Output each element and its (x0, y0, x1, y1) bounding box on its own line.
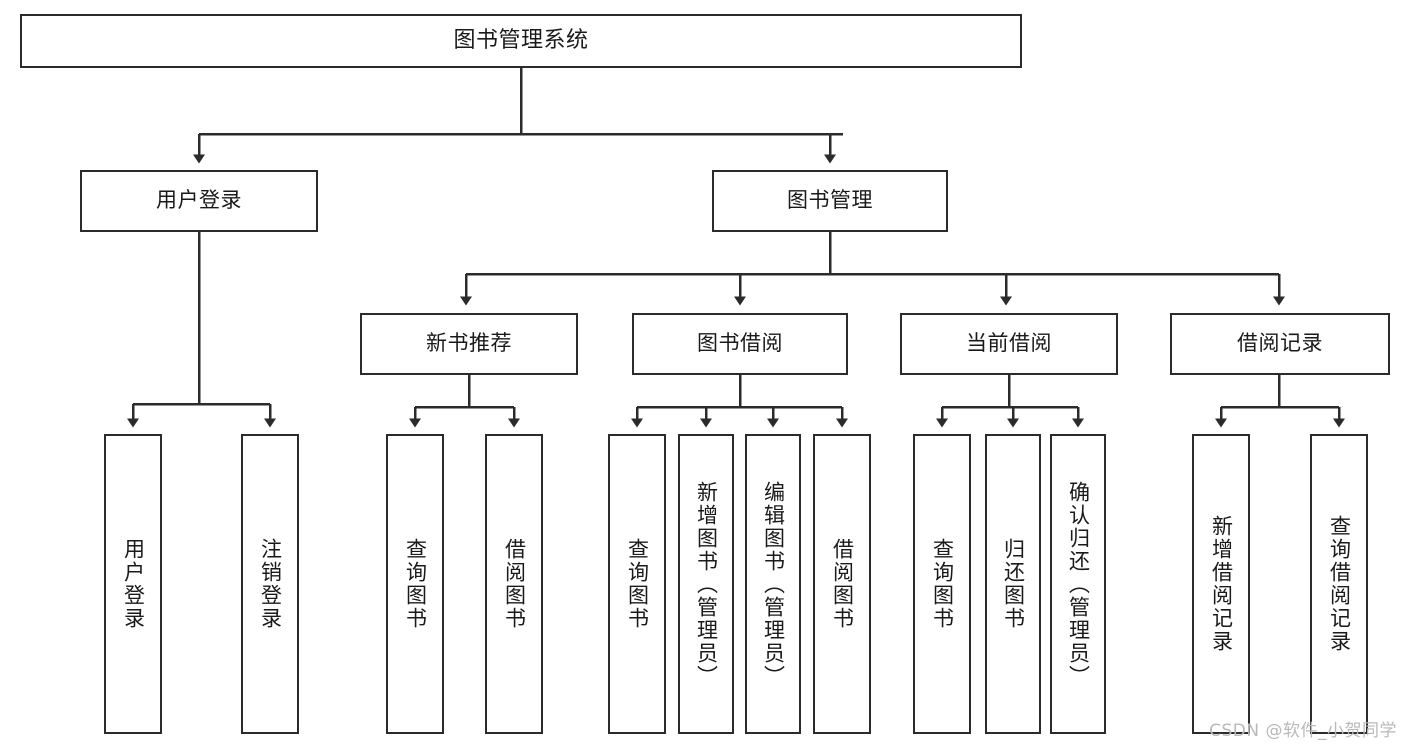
node-current-borrow-label: 当前借阅 (966, 331, 1052, 356)
node-leaf-logout[interactable]: 注销登录 (241, 434, 299, 734)
node-current-borrow[interactable]: 当前借阅 (900, 313, 1118, 375)
watermark: CSDN @软件_小贺同学 (1209, 721, 1397, 741)
node-leaf-edit-book-label: 编辑图书（管理员） (761, 480, 786, 688)
node-leaf-add-record-label: 新增借阅记录 (1209, 515, 1234, 653)
node-leaf-confirm-return[interactable]: 确认归还（管理员） (1050, 434, 1106, 734)
node-book-borrow[interactable]: 图书借阅 (632, 313, 848, 375)
node-leaf-query-book-3-label: 查询图书 (930, 538, 955, 630)
node-new-book-rec-label: 新书推荐 (426, 331, 512, 356)
node-leaf-query-record-label: 查询借阅记录 (1327, 515, 1352, 653)
node-borrow-record[interactable]: 借阅记录 (1170, 313, 1390, 375)
node-leaf-borrow-book-1-label: 借阅图书 (502, 538, 527, 630)
node-root-label: 图书管理系统 (453, 27, 589, 53)
node-leaf-add-record[interactable]: 新增借阅记录 (1192, 434, 1250, 734)
node-leaf-query-book-1[interactable]: 查询图书 (386, 434, 444, 734)
node-leaf-user-login-label: 用户登录 (121, 538, 146, 630)
node-leaf-query-book-2-label: 查询图书 (625, 538, 650, 630)
node-leaf-logout-label: 注销登录 (258, 538, 283, 630)
node-leaf-confirm-return-label: 确认归还（管理员） (1066, 480, 1091, 688)
node-leaf-query-book-3[interactable]: 查询图书 (913, 434, 971, 734)
node-leaf-borrow-book-2-label: 借阅图书 (830, 538, 855, 630)
node-book-manage-label: 图书管理 (787, 188, 873, 213)
node-leaf-user-login[interactable]: 用户登录 (104, 434, 162, 734)
node-leaf-add-book[interactable]: 新增图书（管理员） (678, 434, 734, 734)
node-user-login[interactable]: 用户登录 (80, 170, 318, 232)
node-leaf-add-book-label: 新增图书（管理员） (694, 480, 719, 688)
node-borrow-record-label: 借阅记录 (1237, 331, 1323, 356)
node-leaf-return-book-label: 归还图书 (1001, 538, 1026, 630)
node-leaf-return-book[interactable]: 归还图书 (985, 434, 1041, 734)
node-leaf-borrow-book-1[interactable]: 借阅图书 (485, 434, 543, 734)
node-leaf-edit-book[interactable]: 编辑图书（管理员） (745, 434, 801, 734)
node-book-borrow-label: 图书借阅 (697, 331, 783, 356)
node-leaf-query-book-2[interactable]: 查询图书 (608, 434, 666, 734)
node-root[interactable]: 图书管理系统 (20, 14, 1022, 68)
node-leaf-query-record[interactable]: 查询借阅记录 (1310, 434, 1368, 734)
node-user-login-label: 用户登录 (156, 188, 242, 213)
node-new-book-rec[interactable]: 新书推荐 (360, 313, 578, 375)
node-leaf-query-book-1-label: 查询图书 (403, 538, 428, 630)
node-leaf-borrow-book-2[interactable]: 借阅图书 (813, 434, 871, 734)
node-book-manage[interactable]: 图书管理 (712, 170, 948, 232)
